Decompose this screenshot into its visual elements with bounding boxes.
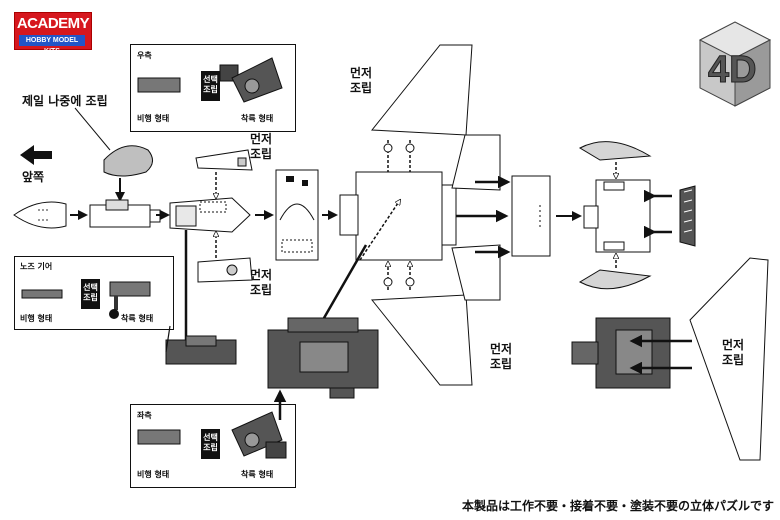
last-assembly-label: 제일 나중에 조립 xyxy=(22,94,108,108)
cockpit-part xyxy=(89,199,161,228)
assemble-first-line: 먼저 xyxy=(722,338,745,352)
footer-note: 本製品は工作不要・接着不要・塗装不要の立体パズルです xyxy=(461,499,774,513)
left-panel-art xyxy=(137,411,287,459)
brand-sub: HOBBY MODEL KITS xyxy=(19,35,85,55)
internal-frame-part xyxy=(267,317,379,399)
assemble-first-line: 먼저 xyxy=(250,268,273,282)
panel-title: 좌측 xyxy=(137,411,152,420)
tail-fin-part xyxy=(689,257,769,461)
upper-wing-part xyxy=(371,44,473,180)
optional-line: 선택 xyxy=(203,433,218,442)
assemble-first-line: 조립 xyxy=(250,147,273,161)
rear-lower-panel-part xyxy=(578,269,652,290)
panel-title: 우측 xyxy=(137,51,152,60)
assemble-first-line: 조립 xyxy=(350,81,373,95)
upper-strake-part xyxy=(451,134,501,191)
assemble-first-line: 먼저 xyxy=(350,66,373,80)
lower-intake-part xyxy=(197,257,253,283)
optional-line: 선택 xyxy=(83,283,98,292)
flight-mode-label: 비행 형태 xyxy=(137,470,170,479)
optional-line: 선택 xyxy=(203,75,218,84)
landing-mode-label: 착륙 형태 xyxy=(121,314,154,323)
front-label: 앞쪽 xyxy=(22,170,45,184)
assemble-first-line: 조립 xyxy=(722,353,745,367)
brand-name: ACADEMY xyxy=(16,15,90,32)
rear-fuselage-part xyxy=(511,175,551,257)
assemble-first-line: 먼저 xyxy=(490,342,513,356)
upper-intake-part xyxy=(195,149,253,171)
canopy-part xyxy=(103,145,153,177)
assemble-first-line: 조립 xyxy=(250,283,273,297)
optional-line: 조립 xyxy=(203,85,218,94)
landing-mode-label: 착륙 형태 xyxy=(241,114,274,123)
exhaust-nozzle-part xyxy=(679,185,696,247)
main-body-part xyxy=(339,171,457,261)
center-fuselage-part xyxy=(275,169,319,261)
front-arrow-icon xyxy=(20,145,52,165)
academy-logo: ACADEMY HOBBY MODEL KITS xyxy=(14,12,92,55)
nose-cone-part xyxy=(13,201,67,229)
lower-strake-part xyxy=(451,244,501,301)
rear-internal-frame-part xyxy=(571,317,671,389)
flight-mode-label: 비행 형태 xyxy=(137,114,170,123)
nose-gear-bay-part xyxy=(165,335,237,365)
assemble-first-line: 조립 xyxy=(490,357,513,371)
tail-assembly-part xyxy=(583,179,651,253)
rear-upper-panel-part xyxy=(578,141,652,161)
nose-panel-art xyxy=(21,281,151,319)
optional-line: 조립 xyxy=(203,443,218,452)
assemble-first-line: 먼저 xyxy=(250,132,273,146)
landing-mode-label: 착륙 형태 xyxy=(241,470,274,479)
4d-logo: 4D xyxy=(698,21,772,107)
right-panel-art xyxy=(137,57,283,103)
panel-title: 노즈 기어 xyxy=(20,262,53,271)
optional-line: 조립 xyxy=(83,293,98,302)
lower-wing-part xyxy=(371,262,473,386)
forward-fuselage-part xyxy=(169,197,251,233)
flight-mode-label: 비행 형태 xyxy=(20,314,53,323)
svg-text:4D: 4D xyxy=(708,49,757,91)
